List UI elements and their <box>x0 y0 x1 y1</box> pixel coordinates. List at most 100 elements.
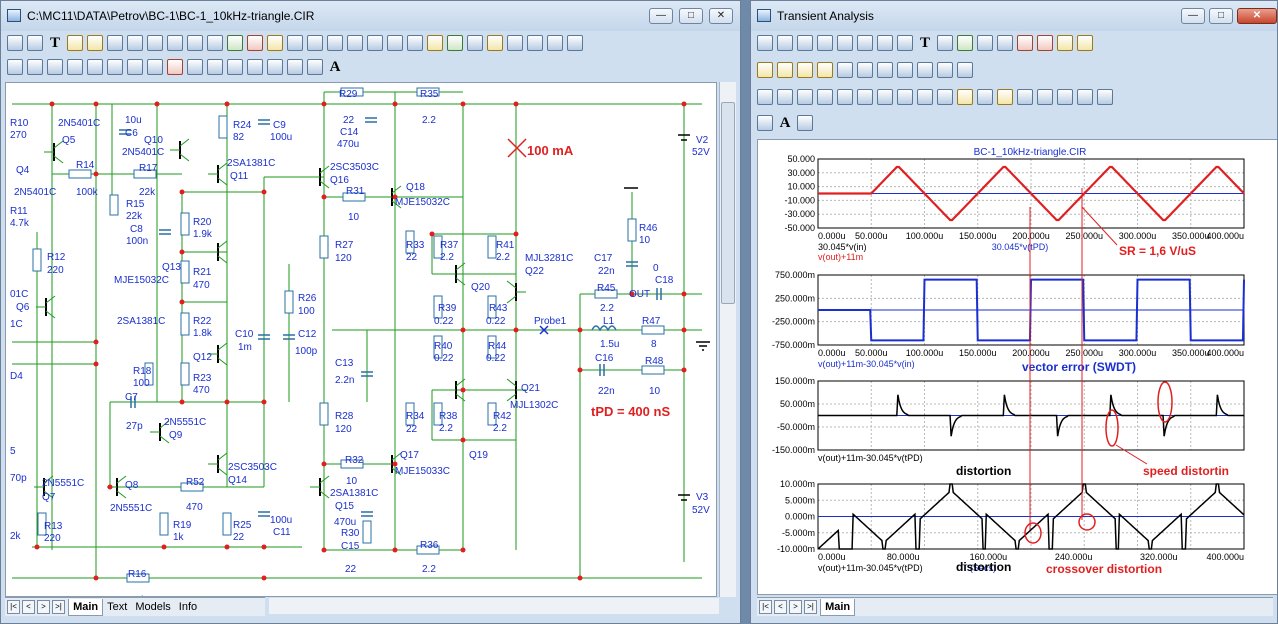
schematic-hscroll[interactable] <box>269 598 719 614</box>
a-maxscale-icon[interactable] <box>817 35 833 51</box>
page-icon[interactable] <box>527 35 543 51</box>
a-copy-icon[interactable] <box>777 35 793 51</box>
a-low-icon[interactable] <box>857 89 873 105</box>
condition-icon[interactable] <box>387 35 403 51</box>
layer-icon[interactable] <box>187 59 203 75</box>
lightning-icon[interactable] <box>427 35 443 51</box>
probe-icon[interactable] <box>227 35 243 51</box>
a-text-icon[interactable]: T <box>919 35 930 51</box>
a-window-icon[interactable] <box>1077 35 1093 51</box>
a-cursor-icon[interactable] <box>877 35 893 51</box>
a-tokens-icon[interactable] <box>857 35 873 51</box>
a-font-icon[interactable]: A <box>779 115 791 131</box>
a-plot1-icon[interactable] <box>757 62 773 78</box>
a-cursor-left-icon[interactable] <box>757 89 773 105</box>
flag-icon[interactable] <box>167 35 183 51</box>
zoom-fit-icon[interactable] <box>267 59 283 75</box>
a-inflect-icon[interactable] <box>877 89 893 105</box>
table-icon[interactable] <box>247 35 263 51</box>
pause-icon[interactable] <box>997 35 1013 51</box>
a-scale-icon[interactable] <box>797 35 813 51</box>
mirror-v-icon[interactable] <box>87 59 103 75</box>
a-high-icon[interactable] <box>837 89 853 105</box>
help-icon[interactable] <box>207 35 223 51</box>
arrow-icon[interactable] <box>467 35 483 51</box>
a-cursor-right-icon[interactable] <box>777 89 793 105</box>
component-tool-icon[interactable] <box>107 35 123 51</box>
a-list-icon[interactable] <box>977 89 993 105</box>
find-next-icon[interactable] <box>127 59 143 75</box>
a-plot6-icon[interactable] <box>857 62 873 78</box>
a-tag-icon[interactable] <box>957 89 973 105</box>
a-zoom3-icon[interactable] <box>917 62 933 78</box>
minimize-button[interactable]: — <box>649 8 673 24</box>
region-icon[interactable] <box>7 59 23 75</box>
schematic-vscroll[interactable] <box>719 82 736 597</box>
a-zoomin-icon[interactable] <box>1057 89 1073 105</box>
close-button[interactable]: ✕ <box>709 8 733 24</box>
a-stepping-icon[interactable] <box>1017 35 1033 51</box>
a-next-tab-icon[interactable]: > <box>789 600 802 614</box>
check-icon[interactable] <box>447 35 463 51</box>
a-slope-icon[interactable] <box>897 89 913 105</box>
a-zoomfit-icon[interactable] <box>1097 89 1113 105</box>
a-peak-icon[interactable] <box>797 89 813 105</box>
analysis-maximize-button[interactable]: □ <box>1209 8 1233 24</box>
find-icon[interactable] <box>107 59 123 75</box>
schematic-titlebar[interactable]: C:\MC11\DATA\Petrov\BC-1\BC-1_10kHz-tria… <box>1 1 740 31</box>
first-tab-icon[interactable]: |< <box>7 600 20 614</box>
a-global-low-icon[interactable] <box>937 89 953 105</box>
info-icon[interactable] <box>187 35 203 51</box>
a-edit-icon[interactable] <box>957 62 973 78</box>
a-limits-icon[interactable] <box>1057 35 1073 51</box>
zoom-in-icon[interactable] <box>227 59 243 75</box>
settings-icon[interactable] <box>567 35 583 51</box>
last-tab-icon[interactable]: >| <box>52 600 65 614</box>
warning-icon[interactable] <box>487 35 503 51</box>
pin-icon[interactable] <box>287 35 303 51</box>
a-select-icon[interactable] <box>757 35 773 51</box>
paste-icon[interactable] <box>147 35 163 51</box>
a-prev-tab-icon[interactable]: < <box>774 600 787 614</box>
analysis-minimize-button[interactable]: — <box>1181 8 1205 24</box>
a-plot4-icon[interactable] <box>817 62 833 78</box>
layer2-icon[interactable] <box>207 59 223 75</box>
a-monte-icon[interactable] <box>1037 35 1053 51</box>
a-last-tab-icon[interactable]: >| <box>804 600 817 614</box>
tab-text[interactable]: Text <box>107 601 128 613</box>
copy-icon[interactable] <box>127 35 143 51</box>
a-zoomout-icon[interactable] <box>1077 89 1093 105</box>
power-icon[interactable] <box>367 35 383 51</box>
a-plot3-icon[interactable] <box>797 62 813 78</box>
a-view-icon[interactable] <box>757 115 773 131</box>
analysis-titlebar[interactable]: Transient Analysis — □ ✕ <box>751 1 1277 31</box>
node-currents-icon[interactable] <box>347 35 363 51</box>
grid-icon[interactable] <box>267 35 283 51</box>
box-icon[interactable] <box>27 59 43 75</box>
a-layer-icon[interactable] <box>797 115 813 131</box>
flip-icon[interactable] <box>407 35 423 51</box>
tab-main[interactable]: Main <box>68 599 104 616</box>
prev-tab-icon[interactable]: < <box>22 600 35 614</box>
rotate-icon[interactable] <box>47 59 63 75</box>
a-formula-icon[interactable] <box>897 35 913 51</box>
a-dataplot-icon[interactable] <box>837 35 853 51</box>
brush-tool-icon[interactable] <box>87 35 103 51</box>
a-fit-icon[interactable] <box>1017 89 1033 105</box>
a-global-high-icon[interactable] <box>917 89 933 105</box>
a-plot5-icon[interactable] <box>837 62 853 78</box>
stop-icon[interactable] <box>167 59 183 75</box>
page-setup-icon[interactable] <box>287 59 303 75</box>
stop-run-icon[interactable] <box>977 35 993 51</box>
view-icon[interactable] <box>307 59 323 75</box>
font-icon[interactable]: A <box>329 59 341 75</box>
maximize-button[interactable]: □ <box>679 8 703 24</box>
node-voltages-icon[interactable] <box>327 35 343 51</box>
a-zoom1-icon[interactable] <box>877 62 893 78</box>
a-zoom4-icon[interactable] <box>937 62 953 78</box>
next-tab-icon[interactable]: > <box>37 600 50 614</box>
schematic-vscroll-thumb[interactable] <box>721 102 735 304</box>
dotgrid-icon[interactable] <box>507 35 523 51</box>
